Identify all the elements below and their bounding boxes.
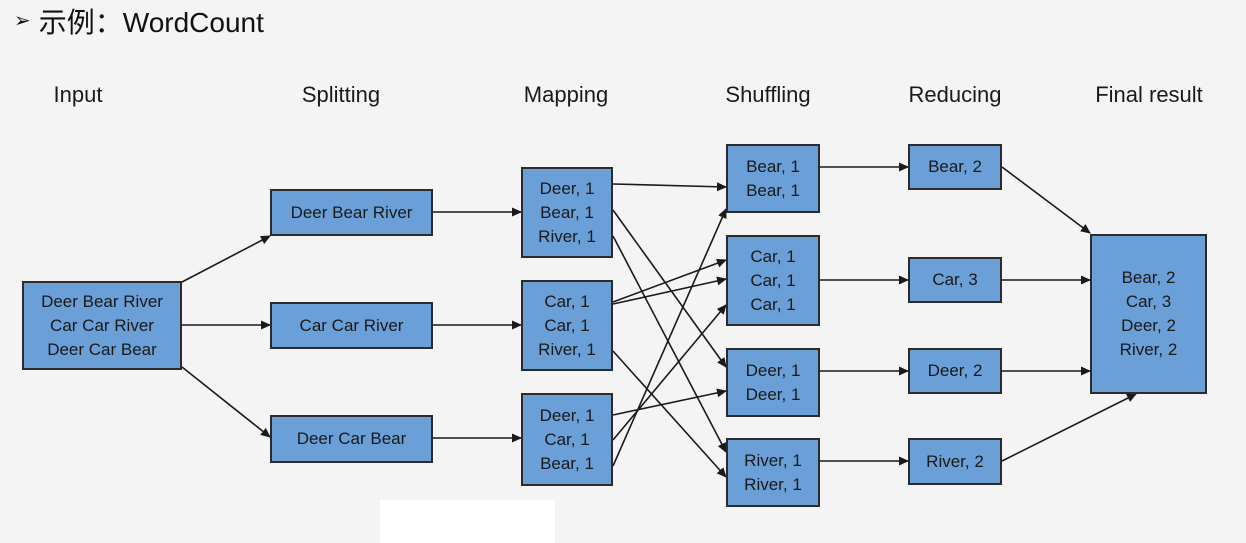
shuffle-box: Bear, 1 Bear, 1 bbox=[726, 144, 820, 213]
reduce-line: Deer, 2 bbox=[927, 361, 983, 380]
arrow-map3-to-car bbox=[612, 304, 727, 441]
stage-label-mapping: Mapping bbox=[523, 82, 609, 107]
shuffle-line: Car, 1 bbox=[750, 270, 796, 290]
slide-header: ➢ 示例：WordCount bbox=[14, 3, 264, 39]
final-line: Car, 3 bbox=[1125, 292, 1172, 311]
shuffle-line: Bear, 1 bbox=[746, 180, 800, 200]
stage-label-input: Input bbox=[53, 82, 103, 107]
arrow-map3-to-deer bbox=[612, 388, 727, 416]
shuffle-line: Car, 1 bbox=[750, 246, 796, 266]
reduce-line: River, 2 bbox=[926, 451, 984, 471]
input-line: Car Car River bbox=[50, 315, 154, 335]
map-line: Bear, 1 bbox=[540, 202, 594, 222]
split-line: Deer Car Bear bbox=[296, 429, 407, 448]
shuffle-line: Car, 1 bbox=[750, 294, 796, 314]
split-line: Deer Bear River bbox=[290, 202, 413, 222]
split-box: Deer Car Bear bbox=[270, 415, 433, 463]
reduce-box: Bear, 2 bbox=[908, 144, 1002, 190]
final-result-box: Bear, 2 Car, 3 Deer, 2 River, 2 bbox=[1090, 234, 1207, 394]
map-line: Car, 1 bbox=[544, 429, 590, 449]
arrow-input-to-split-3 bbox=[181, 366, 271, 438]
shuffle-line: River, 1 bbox=[744, 450, 802, 470]
reduce-box: Deer, 2 bbox=[908, 348, 1002, 394]
arrow-map2-to-river bbox=[612, 350, 727, 478]
final-line: Deer, 2 bbox=[1121, 316, 1176, 335]
shuffle-line: Deer, 1 bbox=[745, 360, 801, 380]
stage-label-reducing: Reducing bbox=[908, 82, 1002, 107]
arrow-map1-to-river bbox=[612, 235, 727, 453]
arrow-reduce-to-final-river bbox=[1001, 393, 1137, 462]
reduce-box: River, 2 bbox=[908, 438, 1002, 485]
map-line: Deer, 1 bbox=[539, 405, 595, 425]
arrow-reduce-to-final-bear bbox=[1001, 166, 1091, 234]
shuffle-box: River, 1 River, 1 bbox=[726, 438, 820, 507]
arrow-input-to-split-1 bbox=[181, 235, 271, 283]
map-box: Deer, 1 Car, 1 Bear, 1 bbox=[521, 393, 613, 486]
map-line: Deer, 1 bbox=[539, 178, 595, 198]
stage-label-splitting: Splitting bbox=[301, 82, 381, 107]
arrow-map3-to-bear bbox=[612, 208, 727, 467]
shuffle-line: Deer, 1 bbox=[745, 384, 801, 404]
map-line: River, 1 bbox=[538, 339, 596, 359]
shuffle-box: Deer, 1 Deer, 1 bbox=[726, 348, 820, 417]
reduce-line: Bear, 2 bbox=[928, 157, 982, 176]
stage-label-shuffling: Shuffling bbox=[725, 82, 811, 107]
split-line: Car Car River bbox=[299, 315, 404, 335]
arrow-map1-to-deer bbox=[612, 209, 727, 368]
shuffle-line: River, 1 bbox=[744, 474, 802, 494]
map-line: River, 1 bbox=[538, 226, 596, 246]
map-box: Deer, 1 Bear, 1 River, 1 bbox=[521, 167, 613, 258]
input-line: Deer Bear River bbox=[41, 291, 163, 311]
arrow-map2-to-car-a bbox=[612, 258, 727, 303]
split-box: Car Car River bbox=[270, 302, 433, 349]
final-line: River, 2 bbox=[1119, 340, 1178, 359]
input-line: Deer Car Bear bbox=[47, 339, 157, 359]
split-box: Deer Bear River bbox=[270, 189, 433, 236]
stage-label-final-result: Final result bbox=[1095, 82, 1203, 107]
background-patch bbox=[380, 500, 555, 543]
input-box: Deer Bear River Car Car River Deer Car B… bbox=[22, 281, 182, 370]
map-line: Bear, 1 bbox=[540, 453, 594, 473]
bullet-arrow-icon: ➢ bbox=[14, 9, 31, 32]
shuffle-box: Car, 1 Car, 1 Car, 1 bbox=[726, 235, 820, 326]
map-line: Car, 1 bbox=[544, 291, 590, 311]
slide-title: 示例：WordCount bbox=[38, 7, 264, 38]
map-line: Car, 1 bbox=[544, 315, 590, 335]
shuffle-line: Bear, 1 bbox=[746, 156, 800, 176]
arrow-map1-to-bear bbox=[612, 182, 727, 192]
map-box: Car, 1 Car, 1 River, 1 bbox=[521, 280, 613, 371]
final-line: Bear, 2 bbox=[1121, 268, 1176, 287]
reduce-box: Car, 3 bbox=[908, 257, 1002, 303]
reduce-line: Car, 3 bbox=[932, 270, 978, 289]
arrow-map2-to-car-b bbox=[612, 276, 727, 305]
